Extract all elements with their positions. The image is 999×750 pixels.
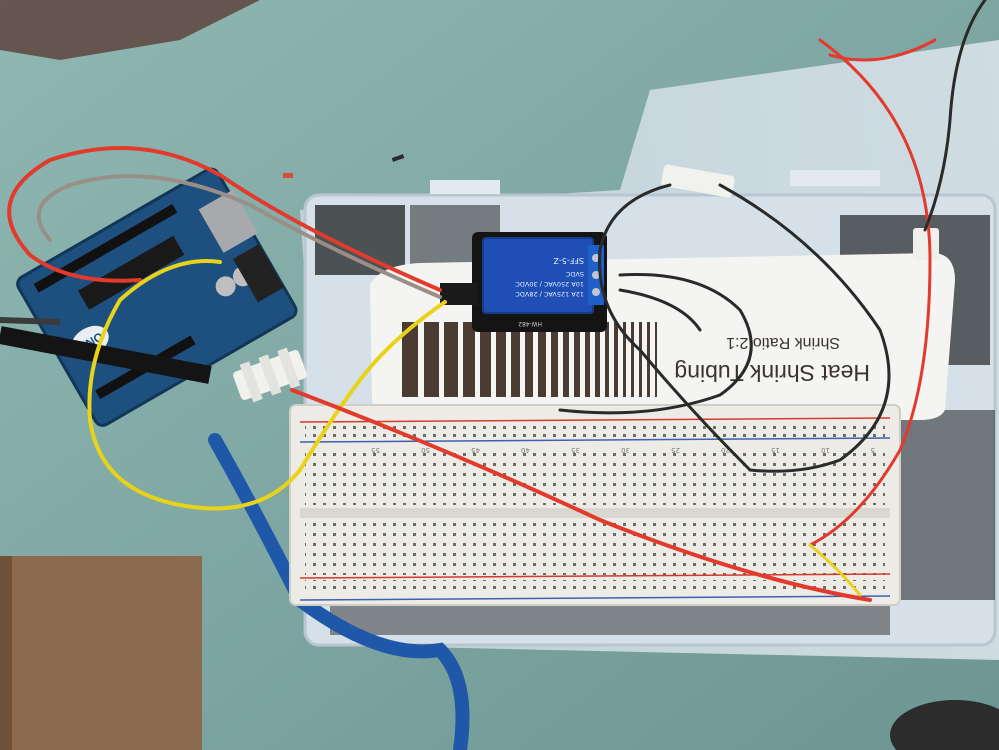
label-title: Heat Shrink Tubing xyxy=(674,360,870,386)
bb-num-35: 35 xyxy=(571,446,580,454)
usb-cable xyxy=(208,433,470,750)
breadboard: 55 50 45 40 35 30 25 20 15 10 5 xyxy=(289,404,901,606)
bb-num-30: 30 xyxy=(621,446,630,454)
bb-num-10: 10 xyxy=(821,446,830,454)
bb-num-15: 15 xyxy=(771,446,780,454)
relay-text-1: 12A 125VAC / 28VDC xyxy=(515,290,584,298)
label-subtitle: Shrink Ratio 2:1 xyxy=(726,334,840,351)
bb-num-40: 40 xyxy=(521,446,530,454)
small-red-piece xyxy=(283,173,293,178)
bb-num-50: 50 xyxy=(421,446,430,454)
black-cable xyxy=(0,326,212,384)
bb-num-5: 5 xyxy=(871,446,875,454)
dark-object xyxy=(890,700,999,750)
bb-num-20: 20 xyxy=(721,446,730,454)
relay-text-2: 10A 250VAC / 30VDC xyxy=(515,280,584,288)
relay-text-3: SVDC xyxy=(565,270,584,278)
relay-text-4: SFF-5-Z xyxy=(553,256,584,265)
dark-corner xyxy=(0,0,260,60)
jumper-wires xyxy=(7,0,987,602)
terminal-block-left xyxy=(233,347,307,403)
terminal-block-top xyxy=(661,164,735,198)
cardboard-piece xyxy=(0,556,202,750)
bb-num-25: 25 xyxy=(671,446,680,454)
small-black-piece xyxy=(391,154,405,162)
relay-board-label: HW-482 xyxy=(518,320,542,327)
arduino-uno-board: UNO xyxy=(16,167,298,427)
heat-shrink-label-card: Heat Shrink Tubing Shrink Ratio 2:1 xyxy=(370,253,955,420)
bb-num-55: 55 xyxy=(371,446,380,454)
bb-num-45: 45 xyxy=(471,446,480,454)
wire-connector-right xyxy=(913,228,939,260)
